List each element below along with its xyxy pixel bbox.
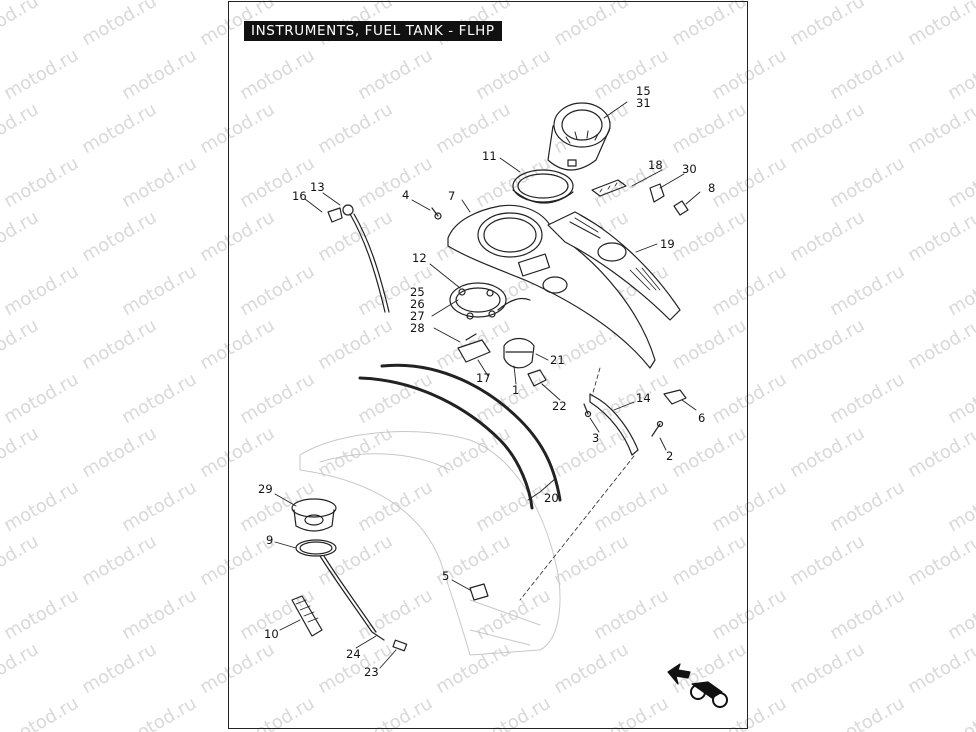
sender-wires bbox=[319, 555, 408, 652]
harness-connector bbox=[457, 333, 491, 363]
callout-13: 13 bbox=[310, 180, 325, 194]
callout-2: 2 bbox=[666, 449, 673, 463]
leader-lines bbox=[274, 101, 701, 669]
clip-6 bbox=[663, 389, 687, 405]
tank-bracket-tab bbox=[469, 583, 489, 601]
callout-8: 8 bbox=[708, 181, 715, 195]
callout-5: 5 bbox=[442, 569, 449, 583]
callout-30: 30 bbox=[682, 162, 697, 176]
callout-9: 9 bbox=[266, 533, 273, 547]
alignment-lines bbox=[519, 367, 635, 601]
motorcycle-direction-icon bbox=[667, 663, 728, 708]
callout-20: 20 bbox=[544, 491, 559, 505]
diagram-frame bbox=[228, 1, 748, 729]
callout-15: 15 bbox=[636, 84, 651, 98]
screw-3 bbox=[583, 403, 592, 418]
callout-19: 19 bbox=[660, 237, 675, 251]
callout-23: 23 bbox=[364, 665, 379, 679]
callout-24: 24 bbox=[346, 647, 361, 661]
screw-2 bbox=[651, 420, 664, 437]
callout-4: 4 bbox=[402, 188, 409, 202]
switch-cap bbox=[527, 369, 547, 387]
callout-25: 25 bbox=[410, 285, 425, 299]
callout-7: 7 bbox=[448, 189, 455, 203]
callout-31: 31 bbox=[636, 96, 651, 110]
callout-14: 14 bbox=[636, 391, 651, 405]
callout-6: 6 bbox=[698, 411, 705, 425]
console-panel bbox=[547, 211, 681, 321]
callout-17: 17 bbox=[476, 371, 491, 385]
mounting-bracket bbox=[589, 393, 639, 456]
console-seal-strips bbox=[358, 363, 562, 510]
fuel-filter-sock bbox=[291, 595, 323, 637]
callout-labels: 15 31 11 18 30 8 13 16 4 7 19 12 25 26 2… bbox=[258, 84, 715, 679]
clip-30 bbox=[649, 183, 665, 203]
fuel-level-sender bbox=[291, 498, 337, 532]
speedometer-gauge bbox=[547, 102, 611, 171]
callout-22: 22 bbox=[552, 399, 567, 413]
trim-plate bbox=[591, 179, 627, 197]
callout-1: 1 bbox=[512, 383, 519, 397]
indicator-lamp-housing bbox=[449, 282, 531, 320]
callout-18: 18 bbox=[648, 158, 663, 172]
clip-8 bbox=[673, 200, 689, 216]
bulb-socket bbox=[327, 204, 390, 313]
diagram-title: INSTRUMENTS, FUEL TANK - FLHP bbox=[244, 21, 502, 41]
callout-26: 26 bbox=[410, 297, 425, 311]
callout-11: 11 bbox=[482, 149, 497, 163]
gauge-bezel-ring bbox=[512, 169, 574, 204]
fuel-tank-outline bbox=[299, 431, 561, 656]
callout-16: 16 bbox=[292, 189, 307, 203]
callout-27: 27 bbox=[410, 309, 425, 323]
callout-29: 29 bbox=[258, 482, 273, 496]
callout-12: 12 bbox=[412, 251, 427, 265]
callout-10: 10 bbox=[264, 627, 279, 641]
screw-4 bbox=[431, 207, 442, 220]
ignition-switch bbox=[503, 337, 535, 369]
sender-gasket bbox=[295, 539, 337, 557]
callout-21: 21 bbox=[550, 353, 565, 367]
callout-3: 3 bbox=[592, 431, 599, 445]
callout-28: 28 bbox=[410, 321, 425, 335]
instrument-housing bbox=[447, 204, 656, 369]
